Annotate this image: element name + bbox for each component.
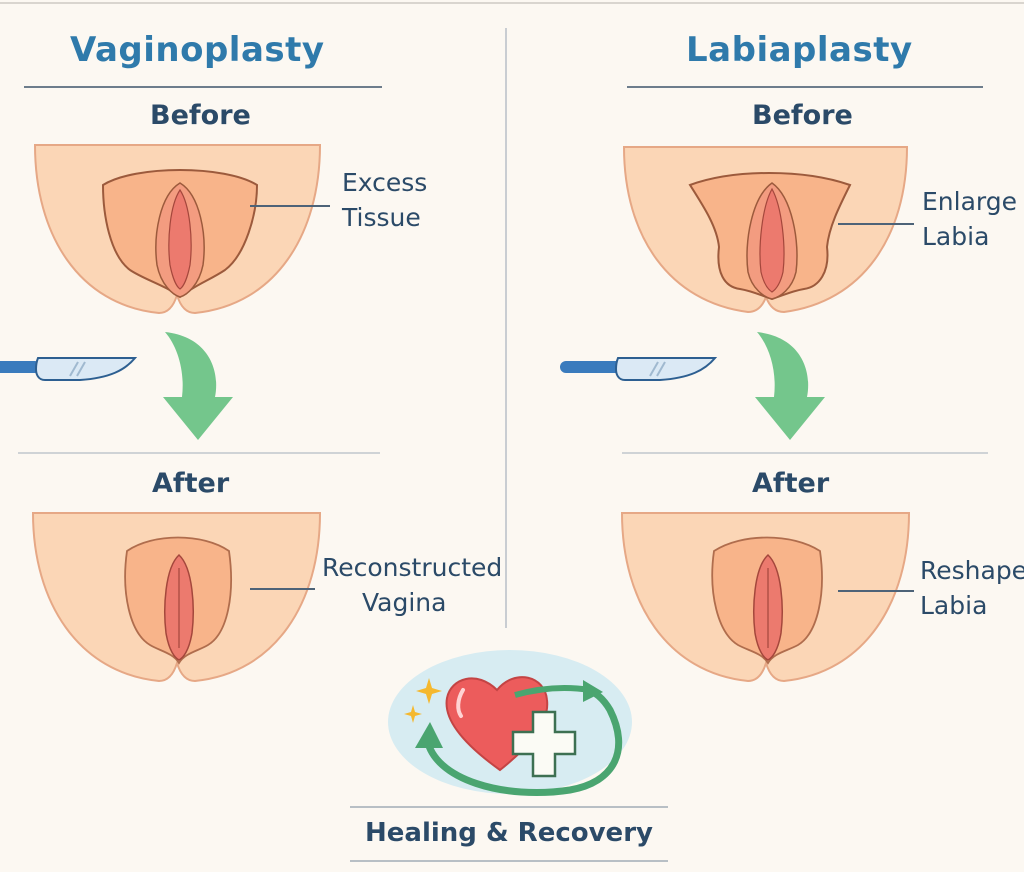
- label-leader-line: [250, 588, 315, 590]
- down-arrow-icon: [755, 332, 825, 440]
- after-illustration: [620, 512, 911, 683]
- after-heading: After: [152, 468, 230, 499]
- healing-caption: Healing & Recovery: [365, 818, 653, 848]
- label-line-1: Reconstructed: [322, 553, 503, 582]
- title-underline: [627, 86, 983, 88]
- label-line-1: Enlarge: [922, 187, 1017, 216]
- after-heading: After: [752, 468, 830, 499]
- down-arrow-icon: [163, 332, 233, 440]
- panel-divider: [505, 28, 507, 628]
- label-leader-line: [838, 223, 914, 225]
- label-leader-line: [838, 590, 914, 592]
- section-divider: [622, 452, 988, 454]
- before-illustration: [33, 144, 322, 315]
- label-line-1: Excess: [342, 168, 428, 197]
- arrow-head: [583, 680, 603, 702]
- before-label: Excess Tissue: [342, 165, 427, 235]
- caption-top-rule: [350, 806, 668, 808]
- circular-arrow-icon: [423, 684, 623, 796]
- before-heading: Before: [150, 100, 251, 131]
- label-line-2: Labia: [922, 222, 990, 251]
- label-line-2: Tissue: [342, 203, 421, 232]
- scalpel-icon: [560, 357, 718, 381]
- before-label: Enlarge Labia: [922, 184, 1017, 254]
- medical-cross-icon: [511, 710, 577, 778]
- before-illustration: [622, 146, 909, 314]
- title-underline: [24, 86, 382, 88]
- top-border: [0, 2, 1024, 4]
- sparkle-icon: [404, 705, 422, 723]
- panel-title: Labiaplasty: [686, 30, 913, 70]
- mucosa: [759, 187, 785, 293]
- mucosa: [168, 188, 192, 290]
- before-heading: Before: [752, 100, 853, 131]
- label-line-2: Vagina: [362, 588, 447, 617]
- panel-title: Vaginoplasty: [70, 30, 325, 70]
- scalpel-icon: [0, 357, 138, 381]
- after-label: Reconstructed Vagina: [322, 550, 502, 620]
- sparkle-icon: [416, 678, 442, 704]
- healing-emblem: [388, 650, 632, 796]
- section-divider: [18, 452, 380, 454]
- after-illustration: [31, 512, 322, 683]
- after-label: Reshape Labia: [920, 553, 1024, 623]
- caption-bottom-rule: [350, 860, 668, 862]
- label-line-1: Reshape: [920, 556, 1024, 585]
- arrow-head: [415, 722, 443, 748]
- label-leader-line: [250, 205, 330, 207]
- label-line-2: Labia: [920, 591, 988, 620]
